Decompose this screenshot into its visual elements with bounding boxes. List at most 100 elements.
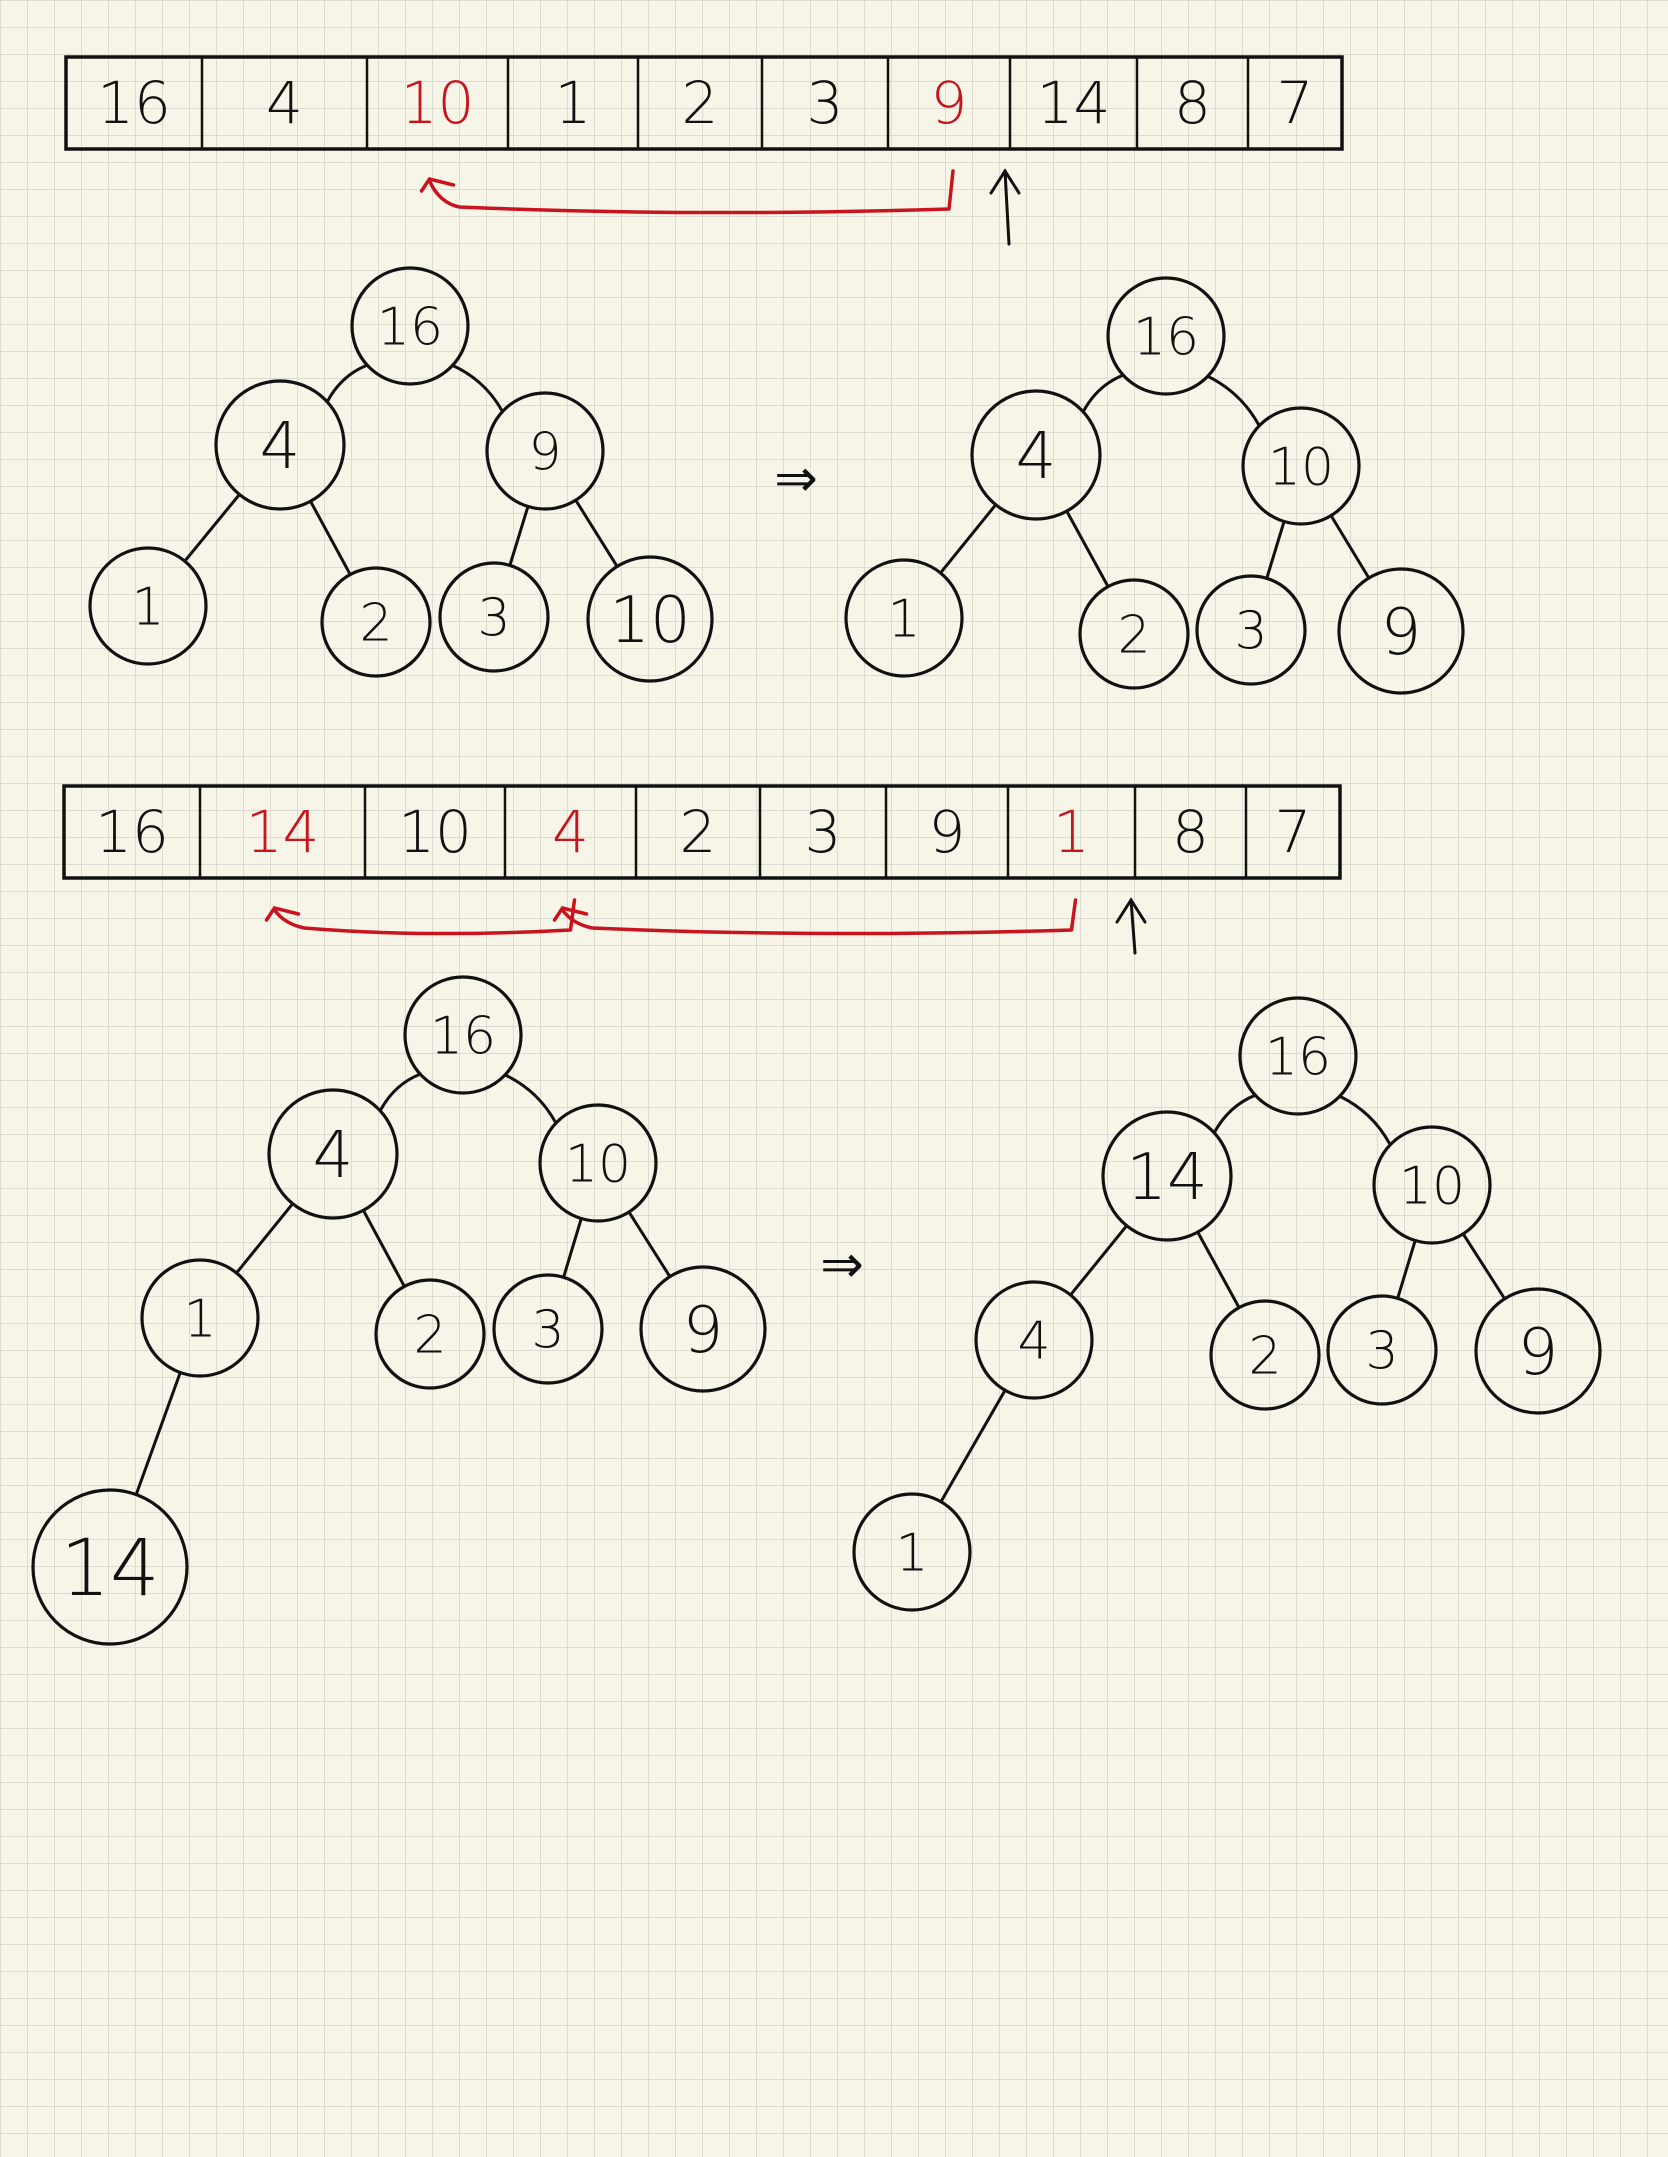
tree-node-circle: [438, 561, 550, 673]
tree-node-value: 9: [1381, 596, 1422, 670]
tree-node: 9: [1474, 1287, 1602, 1415]
tree-node-value: 3: [1365, 1322, 1398, 1382]
swap-arrowhead: [264, 906, 301, 922]
tree-2-after: 16 14 10 4 2 3 9 1: [852, 996, 1602, 1612]
array-cell-value: 9: [931, 69, 968, 137]
tree-edge: [361, 1208, 406, 1288]
tree-node-value: 4: [1017, 1312, 1050, 1372]
tree-node-value: 10: [1399, 1157, 1465, 1217]
tree-node: 4: [974, 1280, 1094, 1400]
tree-edge: [1329, 514, 1371, 580]
tree-node-value: 1: [887, 590, 920, 650]
array-cell-value: 8: [1174, 69, 1211, 137]
tree-node-value: 2: [413, 1306, 446, 1366]
tree-node-circle: [1326, 1294, 1438, 1406]
implies-arrow-1: ⇒: [774, 449, 818, 509]
tree-node-value: 4: [1016, 420, 1057, 494]
swap-arrowhead: [552, 906, 589, 922]
array-cell-value: 7: [1277, 69, 1314, 137]
pointer-arrow: [1129, 898, 1137, 955]
tree-edge: [1081, 373, 1125, 414]
tree-node-value: 1: [895, 1524, 928, 1584]
array-frame: [62, 784, 1342, 880]
array-cell-value: 10: [398, 798, 472, 866]
tree-node-value: 14: [1126, 1141, 1207, 1215]
tree-edge: [939, 1388, 1007, 1504]
swap-arrow: [272, 898, 577, 936]
tree-node-value: 10: [1268, 438, 1334, 498]
tree-node: 14: [31, 1488, 189, 1646]
tree-node-circle: [852, 1492, 972, 1612]
tree-node: 4: [970, 389, 1102, 521]
tree-node-circle: [974, 1280, 1094, 1400]
array-cell-value: 16: [95, 798, 169, 866]
tree-node-circle: [485, 391, 605, 511]
tree-node-circle: [88, 546, 208, 666]
tree-edge: [325, 363, 369, 404]
array-cell-value: 8: [1172, 798, 1209, 866]
tree-node-value: 2: [359, 594, 392, 654]
tree-node-value: 4: [260, 410, 301, 484]
tree-node: 1: [140, 1258, 260, 1378]
tree-node-value: 2: [1248, 1327, 1281, 1387]
tree-node: 3: [1326, 1294, 1438, 1406]
tree-node-value: 3: [531, 1301, 564, 1361]
pointer-arrow: [1003, 169, 1011, 246]
tree-node-circle: [403, 975, 523, 1095]
tree-node-circle: [1337, 567, 1465, 695]
tree-node: 16: [403, 975, 523, 1095]
array-cell-value: 14: [1037, 69, 1111, 137]
tree-node-value: 16: [377, 298, 443, 358]
tree-node: 2: [1209, 1299, 1321, 1411]
tree-node: 9: [639, 1265, 767, 1393]
swap-arrowhead: [419, 177, 456, 193]
array-cell-value: 4: [266, 69, 303, 137]
tree-node: 1: [852, 1492, 972, 1612]
tree-edge: [1206, 374, 1261, 428]
tree-edge: [1265, 519, 1286, 580]
tree-node-circle: [267, 1088, 399, 1220]
tree-node: 16: [350, 266, 470, 386]
tree-node-circle: [1238, 996, 1358, 1116]
tree-node: 2: [1078, 578, 1190, 690]
tree-node: 2: [374, 1278, 486, 1390]
array-cell-value: 10: [401, 69, 475, 137]
tree-node-circle: [374, 1278, 486, 1390]
swap-arrow: [427, 169, 955, 215]
tree-edge: [503, 1073, 558, 1125]
tree-node-value: 16: [1133, 308, 1199, 368]
tree-node-circle: [492, 1273, 604, 1385]
array-frame: [64, 55, 1344, 151]
tree-node-value: 2: [1117, 606, 1150, 666]
tree-edge: [1461, 1232, 1507, 1301]
tree-node: 10: [1241, 406, 1361, 526]
pointer-arrowhead: [989, 168, 1021, 195]
tree-edge: [562, 1217, 583, 1279]
tree-edge: [235, 1202, 295, 1275]
tree-edge: [1196, 1230, 1241, 1310]
tree-edge: [508, 504, 530, 567]
array-cell-value: 4: [552, 798, 589, 866]
tree-node: 3: [492, 1273, 604, 1385]
tree-node-circle: [639, 1265, 767, 1393]
implies-arrow-2: ⇒: [820, 1235, 864, 1295]
tree-edge: [627, 1210, 672, 1279]
tree-node: 10: [586, 555, 714, 683]
tree-node-value: 10: [565, 1135, 631, 1195]
tree-node-circle: [844, 558, 964, 678]
tree-node: 1: [844, 558, 964, 678]
tree-node: 10: [538, 1103, 658, 1223]
tree-node-circle: [1372, 1125, 1492, 1245]
tree-node-value: 9: [683, 1294, 724, 1368]
tree-edge: [1065, 509, 1110, 589]
tree-edge: [1069, 1224, 1129, 1297]
tree-edge: [183, 492, 241, 563]
array-cell-value: 7: [1275, 798, 1312, 866]
array-cell-value: 1: [555, 69, 592, 137]
tree-edge: [1396, 1239, 1417, 1300]
tree-node-circle: [140, 1258, 260, 1378]
tree-node-circle: [586, 555, 714, 683]
tree-node-value: 16: [1265, 1028, 1331, 1088]
